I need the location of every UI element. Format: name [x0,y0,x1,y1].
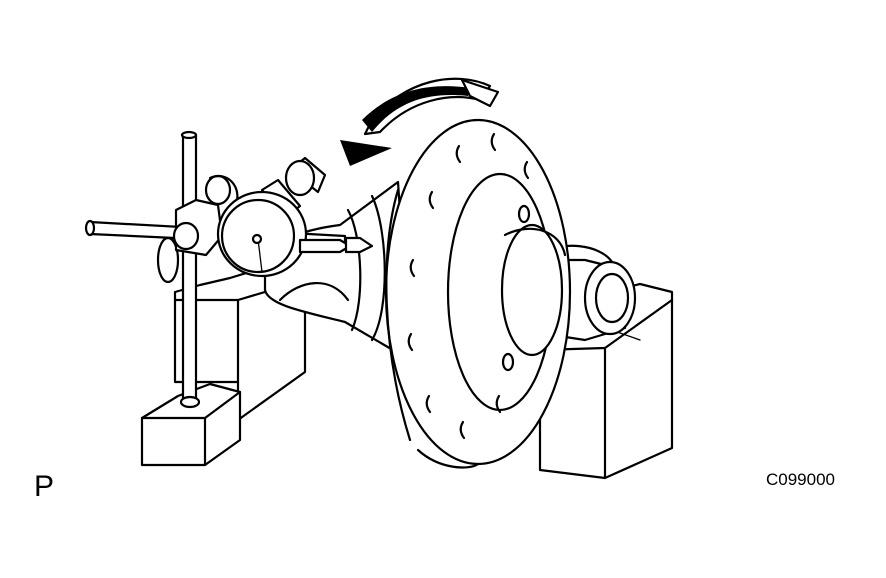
stand-rod [179,130,201,409]
bolt-holes [407,132,531,440]
differential-case [156,180,412,362]
figure-code: C099000 [766,470,836,489]
v-block-left [173,260,307,422]
ring-gear-flange [384,118,572,469]
rod-clamp [172,174,239,257]
dial-indicator [216,156,374,278]
rotation-arrow [340,77,500,166]
view-label: P [34,470,55,503]
